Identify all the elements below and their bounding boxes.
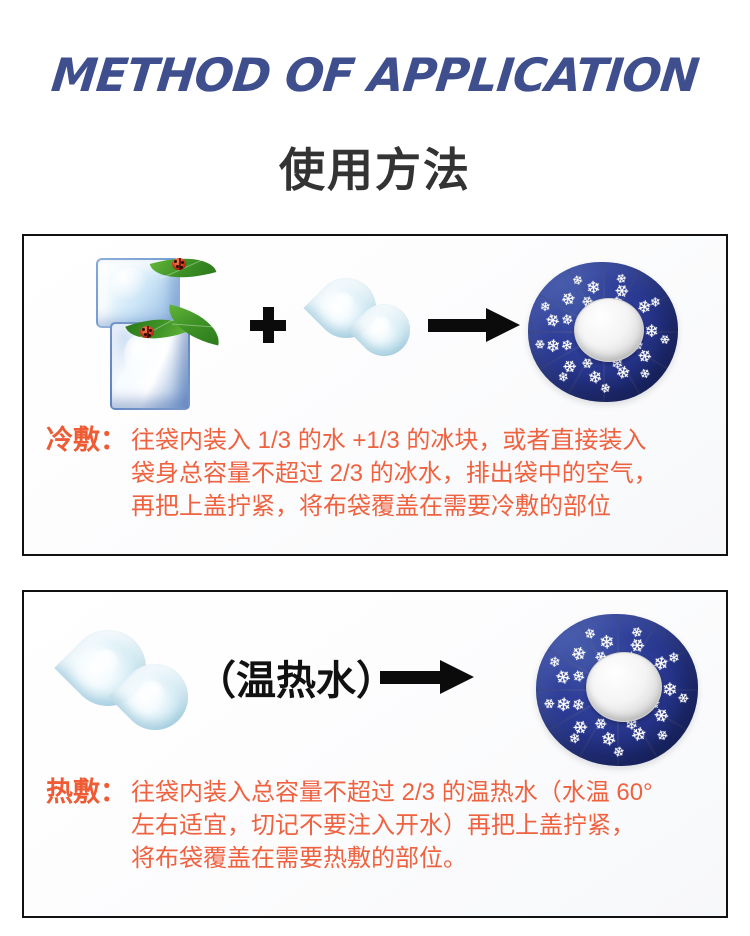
arrow-shaft — [428, 319, 490, 332]
snowflake-icon: ❄ — [675, 689, 693, 708]
snowflake-icon: ❄ — [590, 716, 608, 731]
arrow-shaft — [380, 671, 444, 684]
ladybug-icon — [172, 258, 186, 270]
instruction-line: 将布袋覆盖在需要热敷的部位。 — [131, 845, 467, 872]
instruction-line: 再把上盖拧紧，将布袋覆盖在需要冷敷的部位 — [131, 493, 611, 520]
ice-bag-cap — [574, 298, 644, 362]
arrow-right-icon — [428, 308, 520, 342]
snowflake-icon: ❄ — [652, 725, 672, 745]
arrow-head — [440, 660, 474, 694]
snowflake-icon: ❄ — [569, 665, 587, 685]
ladybug-icon — [140, 326, 154, 338]
snowflake-icon: ❄ — [656, 330, 673, 349]
instruction-line: 袋身总容量不超过 2/3 的冰水，排出袋中的空气， — [131, 460, 658, 487]
snowflake-icon: ❄ — [662, 678, 678, 700]
cold-compress-body: 往袋内装入 1/3 的水 +1/3 的冰块，或者直接装入袋身总容量不超过 2/3… — [131, 424, 658, 523]
snowflake-icon: ❄ — [559, 309, 575, 328]
snowflake-pattern: ❄❄❄❄❄❄❄❄❄❄❄❄❄❄❄❄❄❄❄❄❄❄❄❄❄❄❄❄ — [536, 614, 698, 766]
snowflake-icon: ❄ — [539, 298, 552, 315]
snowflake-icon: ❄ — [531, 335, 549, 354]
ice-bag-cap — [586, 652, 662, 722]
arrow-right-icon — [380, 660, 476, 694]
ice-bag-pleat — [617, 690, 619, 766]
snowflake-icon: ❄ — [567, 643, 591, 664]
instruction-line: 往袋内装入 1/3 的水 +1/3 的冰块，或者直接装入 — [131, 427, 647, 454]
snowflake-icon: ❄ — [556, 289, 580, 308]
hot-compress-instruction: 热敷：往袋内装入总容量不超过 2/3 的温热水（水温 60° 左右适宜，切记不要注… — [46, 776, 653, 875]
snowflake-icon: ❄ — [609, 743, 628, 759]
snowflake-icon: ❄ — [578, 356, 595, 370]
ice-bag-icon: ❄❄❄❄❄❄❄❄❄❄❄❄❄❄❄❄❄❄❄❄❄❄❄❄❄❄❄❄ — [528, 262, 678, 402]
cold-compress-instruction: 冷敷：往袋内装入 1/3 的水 +1/3 的冰块，或者直接装入袋身总容量不超过 … — [46, 424, 658, 523]
ice-cube-gloss — [124, 334, 160, 377]
instruction-line: 往袋内装入总容量不超过 2/3 的温热水（水温 60° — [131, 779, 653, 806]
ice-bag-pleat — [603, 332, 605, 402]
plus-sign-icon — [250, 307, 286, 343]
hot-compress-body: 往袋内装入总容量不超过 2/3 的温热水（水温 60° 左右适宜，切记不要注入开水… — [131, 776, 653, 875]
ice-bag-icon: ❄❄❄❄❄❄❄❄❄❄❄❄❄❄❄❄❄❄❄❄❄❄❄❄❄❄❄❄ — [536, 614, 698, 766]
snowflake-icon: ❄ — [548, 653, 562, 670]
instruction-line: 左右适宜，切记不要注入开水）再把上盖拧紧， — [131, 812, 635, 839]
hot-compress-label: 热敷： — [46, 777, 127, 807]
page-title-english: METHOD OF APPLICATION — [48, 48, 702, 102]
snowflake-icon: ❄ — [628, 624, 646, 639]
warm-water-caption: （温热水） — [196, 659, 396, 703]
snowflake-pattern: ❄❄❄❄❄❄❄❄❄❄❄❄❄❄❄❄❄❄❄❄❄❄❄❄❄❄❄❄ — [528, 262, 678, 402]
page-title-chinese: 使用方法 — [279, 144, 471, 196]
snowflake-icon: ❄ — [644, 321, 660, 342]
snowflake-icon: ❄ — [596, 381, 614, 396]
snowflake-icon: ❄ — [612, 271, 630, 286]
snowflake-icon: ❄ — [636, 364, 654, 383]
arrow-head — [486, 308, 520, 342]
leaf-vein — [171, 323, 217, 328]
cold-compress-label: 冷敷： — [46, 425, 127, 455]
ice-cube-gloss — [110, 267, 148, 301]
